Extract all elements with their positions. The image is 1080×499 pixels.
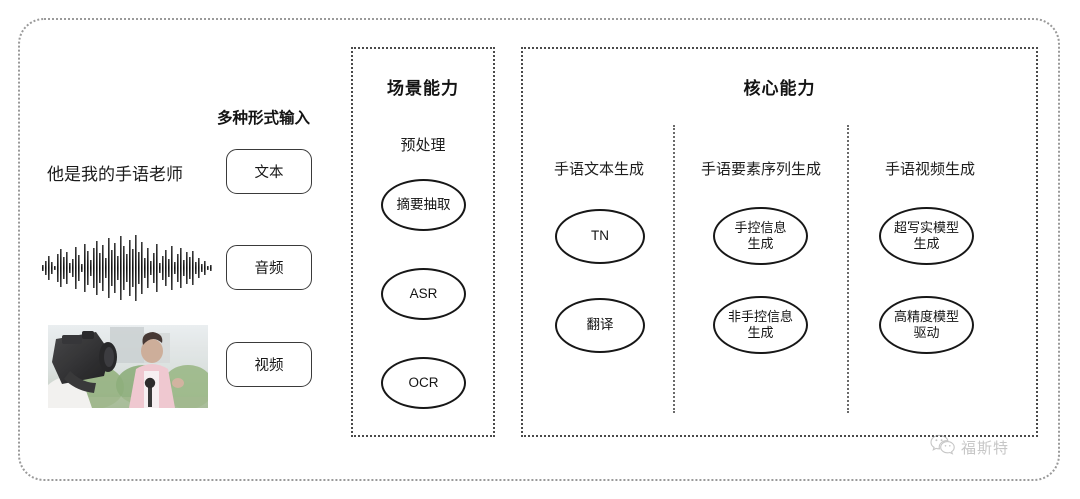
- node-label: 超写实模型生成: [893, 220, 959, 251]
- outer-frame: [18, 18, 1060, 481]
- modality-label: 视频: [254, 358, 284, 374]
- core-column-heading-1: 手语要素序列生成: [700, 161, 821, 178]
- node-core-1-1[interactable]: 非手控信息生成: [713, 296, 808, 354]
- node-label: ASR: [409, 285, 438, 301]
- input-section-title: 多种形式输入: [217, 110, 311, 127]
- core-panel-title: 核心能力: [743, 79, 816, 98]
- watermark-text: 福斯特: [961, 440, 1010, 457]
- modality-button-text[interactable]: 文本: [226, 149, 312, 194]
- node-scene-2[interactable]: OCR: [381, 357, 466, 409]
- watermark: 福斯特: [930, 434, 1009, 461]
- modality-button-video[interactable]: 视频: [226, 342, 312, 387]
- node-core-2-0[interactable]: 超写实模型生成: [879, 207, 974, 265]
- core-column-heading-0: 手语文本生成: [553, 161, 644, 178]
- wechat-icon: [930, 434, 956, 461]
- scene-panel-title: 场景能力: [387, 79, 459, 98]
- node-core-1-0[interactable]: 手控信息生成: [713, 207, 808, 265]
- modality-label: 文本: [254, 165, 284, 181]
- node-label: 手控信息生成: [734, 220, 787, 251]
- video-thumbnail-icon: [48, 325, 208, 408]
- node-scene-1[interactable]: ASR: [381, 268, 466, 320]
- modality-button-audio[interactable]: 音频: [226, 245, 312, 290]
- modality-label: 音频: [254, 261, 284, 277]
- node-scene-0[interactable]: 摘要抽取: [381, 179, 466, 231]
- node-label: 非手控信息生成: [727, 309, 793, 340]
- audio-waveform-icon: [40, 232, 215, 304]
- scene-capability-panel: 场景能力 预处理: [351, 47, 495, 437]
- core-column-heading-2: 手语视频生成: [884, 161, 975, 178]
- sample-text: 他是我的手语老师: [47, 165, 183, 184]
- node-core-0-1[interactable]: 翻译: [555, 298, 645, 353]
- node-core-2-1[interactable]: 高精度模型驱动: [879, 296, 974, 354]
- node-label: 翻译: [586, 317, 614, 333]
- core-panel-divider-2: [847, 125, 849, 413]
- core-panel-divider-1: [673, 125, 675, 413]
- node-core-0-0[interactable]: TN: [555, 209, 645, 264]
- node-label: OCR: [408, 374, 439, 390]
- node-label: 摘要抽取: [396, 196, 451, 212]
- node-label: TN: [591, 228, 609, 244]
- scene-panel-subtitle: 预处理: [400, 137, 446, 154]
- core-capability-panel: 核心能力: [521, 47, 1038, 437]
- node-label: 高精度模型驱动: [893, 309, 959, 340]
